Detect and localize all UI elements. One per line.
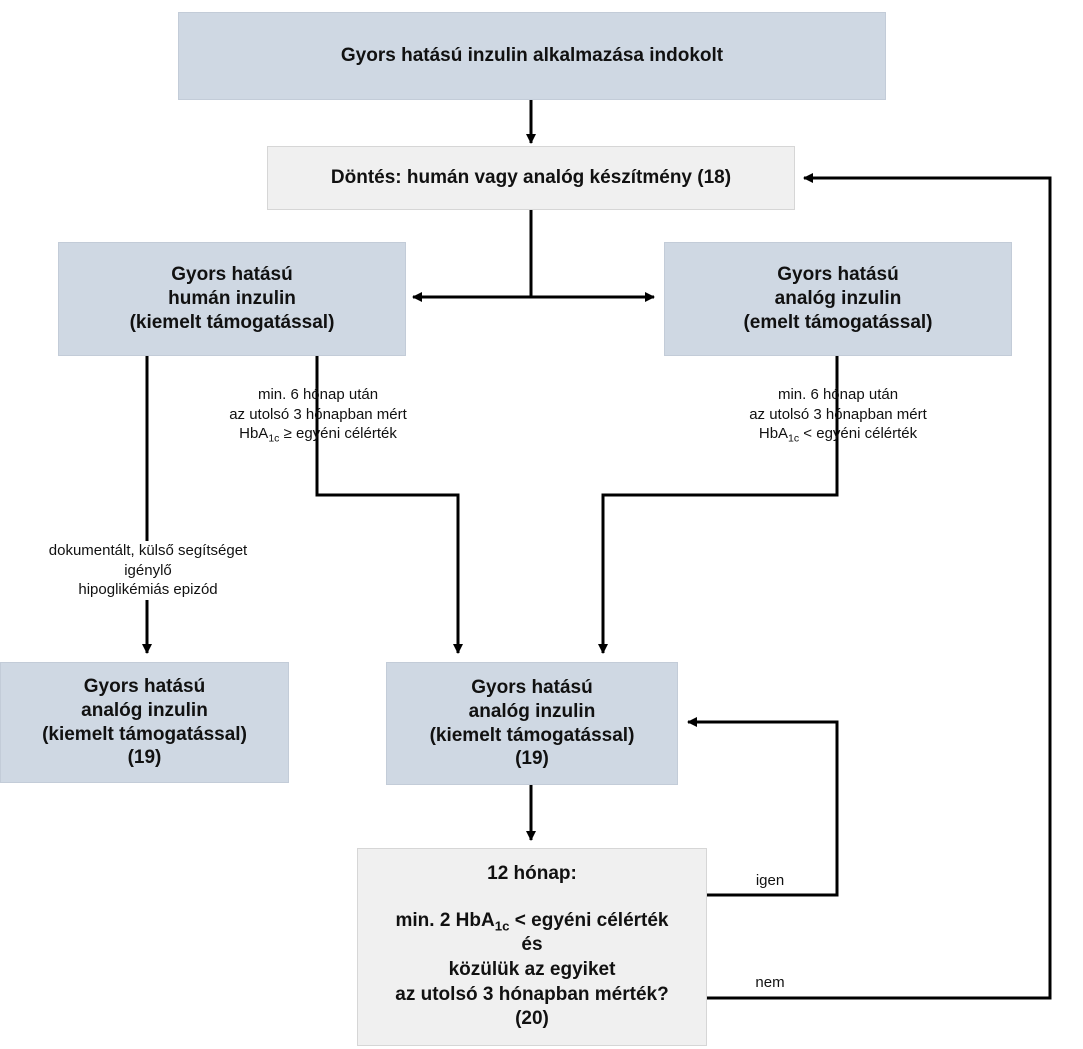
box-check-line2: min. 2 HbA1c < egyéni célérték [395, 909, 669, 934]
arrow-nem-loop [707, 173, 1052, 1000]
label-right-hba: min. 6 hónap után az utolsó 3 hónapban m… [708, 385, 968, 444]
box-analog-left-line4: (19) [127, 747, 162, 769]
box-analog-center-line4: (19) [515, 748, 549, 770]
box-analog-left-line2: analóg inzulin [81, 699, 208, 721]
label-left-hba: min. 6 hónap után az utolsó 3 hónapban m… [188, 385, 448, 444]
arrow-human-to-analog-center [315, 356, 463, 654]
label-left-hba-line3: HbA1c ≥ egyéni célérték [239, 425, 397, 445]
label-right-hba-line3: HbA1c < egyéni célérték [758, 425, 918, 445]
box-human-line3: (kiemelt támogatással) [129, 311, 335, 333]
label-left-hba-line1: min. 6 hónap után [257, 386, 379, 403]
box-human-insulin: Gyors hatású humán inzulin (kiemelt támo… [58, 242, 406, 356]
arrow-emelt-to-analog-center [598, 356, 839, 654]
box-start: Gyors hatású inzulin alkalmazása indokol… [178, 12, 886, 100]
box-human-line2: humán inzulin [168, 288, 296, 310]
box-analog-left-line3: (kiemelt támogatással) [42, 723, 247, 745]
box-analog-center-line2: analóg inzulin [468, 700, 596, 722]
box-human-line1: Gyors hatású [171, 264, 293, 286]
box-check-line5: az utolsó 3 hónapban mérték? [395, 983, 669, 1005]
box-check-line3: és [521, 934, 543, 956]
box-analog-emelt-line1: Gyors hatású [777, 264, 899, 286]
box-analog-left-line1: Gyors hatású [83, 676, 206, 697]
box-analog-center-line3: (kiemelt támogatással) [429, 724, 635, 746]
label-hypo-line3: hipoglikémiás epizód [78, 581, 218, 598]
label-hypo: dokumentált, külső segítséget igénylő hi… [8, 541, 288, 600]
box-start-text: Gyors hatású inzulin alkalmazása indokol… [340, 45, 724, 67]
label-right-hba-line2: az utolsó 3 hónapban mért [749, 405, 927, 423]
label-right-hba-line1: min. 6 hónap után [777, 386, 899, 403]
box-analog-center: Gyors hatású analóg inzulin (kiemelt tám… [386, 662, 678, 785]
box-check-line4: közülük az egyiket [448, 959, 616, 980]
box-decision: Döntés: humán vagy analóg készítmény (18… [267, 146, 795, 210]
label-left-hba-line2: az utolsó 3 hónapban mért [229, 405, 407, 423]
box-check-line1: 12 hónap: [487, 862, 577, 884]
box-analog-emelt: Gyors hatású analóg inzulin (emelt támog… [664, 242, 1012, 356]
label-igen: igen [755, 872, 785, 889]
box-analog-emelt-line3: (emelt támogatással) [743, 311, 933, 333]
box-check-line6: (20) [515, 1008, 549, 1030]
box-analog-left: Gyors hatású analóg inzulin (kiemelt tám… [0, 662, 289, 783]
label-hypo-line1: dokumentált, külső segítséget [48, 542, 248, 559]
box-analog-center-line1: Gyors hatású [471, 677, 593, 698]
box-check-12-months: 12 hónap: min. 2 HbA1c < egyéni célérték… [357, 848, 707, 1046]
label-nem: nem [755, 974, 785, 991]
arrow-igen-loop [687, 717, 839, 897]
box-decision-text: Döntés: humán vagy analóg készítmény (18… [330, 167, 732, 189]
box-analog-emelt-line2: analóg inzulin [774, 288, 902, 310]
label-hypo-line2: igénylő [124, 561, 172, 579]
